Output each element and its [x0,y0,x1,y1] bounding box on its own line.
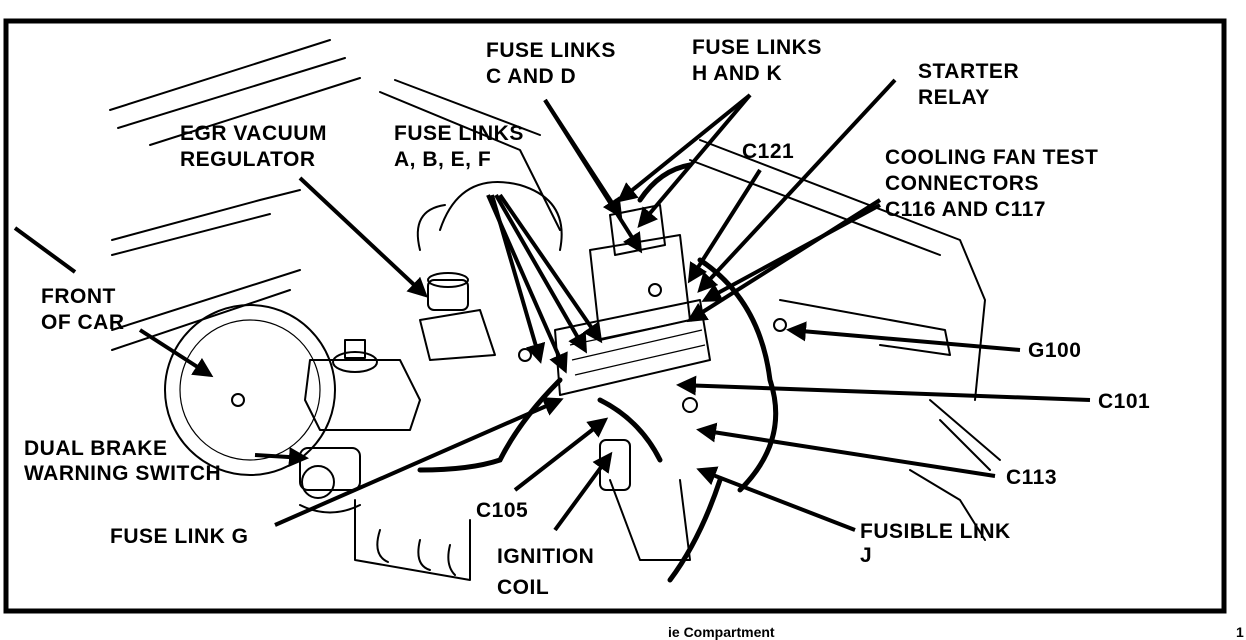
label-g100: G100 [1028,339,1081,362]
leader-lines [13,78,1091,532]
label-c121: C121 [742,140,794,163]
label-fuse-links-cd: FUSE LINKS C AND D [486,39,622,88]
label-front-of-car: FRONT OF CAR [41,285,125,334]
label-c113: C113 [1006,466,1057,489]
label-starter-relay: STARTER RELAY [918,60,1025,109]
label-dual-brake-warning-switch: DUAL BRAKE WARNING SWITCH [24,437,221,485]
figure-caption: ie Compartment [668,624,775,640]
diagram-frame [3,18,1227,614]
label-ignition-coil: IGNITION COIL [497,545,601,599]
engine-illustration [109,39,1001,583]
label-c101: C101 [1098,390,1150,413]
label-fuse-links-hk: FUSE LINKS H AND K [692,36,828,85]
label-c105: C105 [476,499,528,522]
label-cooling-fan-test-connectors: COOLING FAN TEST CONNECTORS C116 AND C11… [885,146,1105,221]
label-fuse-link-g: FUSE LINK G [110,525,249,548]
label-egr-vacuum-regulator: EGR VACUUM REGULATOR [180,122,333,171]
corner-mark: 1 [1236,624,1244,640]
label-fuse-links-abef: FUSE LINKS A, B, E, F [394,122,530,171]
label-fusible-link-j: FUSIBLE LINK J [860,520,1017,567]
